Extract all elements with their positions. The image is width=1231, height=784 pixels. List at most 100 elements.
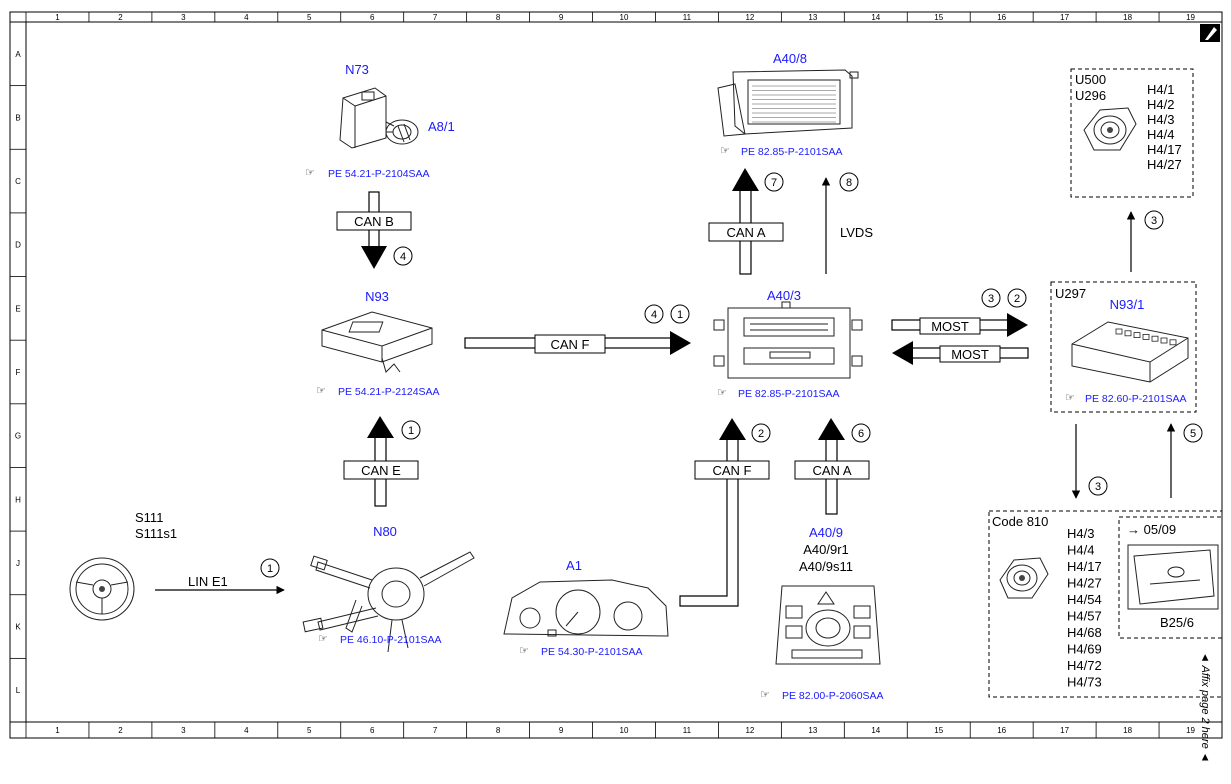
step-marker: 3 (1088, 476, 1108, 496)
a1-label: A1 (566, 558, 582, 573)
code810-code: H4/54 (1067, 592, 1102, 607)
n73-reference: PE 54.21-P-2104SAA (328, 168, 430, 180)
a40-8-component: A40/8 ☞ PE 82.85-P-2101SAA (717, 51, 859, 158)
can-a-bottom-connection: CAN A (794, 418, 870, 515)
grid-column-label: 1 (55, 13, 60, 22)
grid-column-label: 19 (1186, 726, 1195, 735)
grid-column-label: 16 (997, 13, 1006, 22)
b25-6-group: → 05/09 B25/6 (1118, 516, 1223, 639)
step-number: 7 (771, 177, 777, 189)
grid-row-label: L (16, 686, 21, 695)
amplifier-icon (1071, 321, 1189, 383)
can-e-label: CAN E (361, 463, 401, 478)
head-unit-icon (713, 301, 863, 379)
grid-ticks (10, 12, 1160, 738)
a40-3-label: A40/3 (767, 288, 801, 303)
n73-label: N73 (345, 62, 369, 77)
u297-label: U297 (1055, 286, 1086, 301)
corner-icon (1200, 24, 1220, 42)
step-marker: 8 (839, 172, 859, 192)
a8-1-label: A8/1 (428, 119, 455, 134)
grid-column-label: 8 (496, 13, 501, 22)
grid-row-label: C (15, 177, 21, 186)
grid-column-label: 4 (244, 726, 249, 735)
code810-code: H4/17 (1067, 559, 1102, 574)
reference-icon: ☞ (318, 633, 328, 645)
grid-column-label: 12 (745, 726, 754, 735)
n80-label: N80 (373, 524, 397, 539)
code810-code: H4/3 (1067, 526, 1094, 541)
a40-9s11-label: A40/9s11 (799, 559, 853, 574)
code810-code: H4/73 (1067, 675, 1102, 690)
speaker-icon (999, 557, 1049, 599)
can-b-label: CAN B (354, 214, 394, 229)
grid-column-label: 11 (683, 726, 692, 735)
grid-column-label: 1 (55, 726, 60, 735)
grid-row-label: B (15, 113, 20, 122)
code810-code: H4/57 (1067, 609, 1102, 624)
grid-column-label: 16 (997, 726, 1006, 735)
u500-code: H4/4 (1147, 127, 1174, 142)
steering-wheel-icon (69, 557, 135, 621)
grid-column-label: 17 (1060, 13, 1069, 22)
can-b-connection: CAN B (336, 191, 412, 269)
grid-column-label: 9 (559, 13, 564, 22)
step-marker: 3 (981, 288, 1001, 308)
step-number: 1 (677, 309, 683, 321)
lin-e1-label: LIN E1 (188, 574, 228, 589)
reference-icon: ☞ (316, 385, 326, 397)
step-marker: 1 (670, 304, 690, 324)
code810-code: H4/4 (1067, 543, 1094, 558)
step-marker: 5 (1183, 423, 1203, 443)
grid-row-label: E (15, 304, 20, 313)
step-marker: 1 (260, 558, 280, 578)
speaker-icon (1083, 107, 1137, 151)
step-marker: 7 (764, 172, 784, 192)
grid-column-label: 13 (808, 13, 817, 22)
a40-8-reference: PE 82.85-P-2101SAA (741, 146, 843, 158)
reference-icon: ☞ (720, 145, 730, 157)
step-number: 4 (651, 309, 657, 321)
grid-column-label: 18 (1123, 726, 1132, 735)
s111-component: S111 S111s1 (69, 510, 177, 621)
grid-column-label: 10 (620, 726, 629, 735)
n93-reference: PE 54.21-P-2124SAA (338, 386, 440, 398)
grid-column-label: 8 (496, 726, 501, 735)
step-marker: 3 (1144, 210, 1164, 230)
grid-column-label: 19 (1186, 13, 1195, 22)
a40-9-label: A40/9 (809, 525, 843, 540)
step-number: 6 (858, 428, 864, 440)
u500-code: H4/2 (1147, 97, 1174, 112)
u296-label: U296 (1075, 88, 1106, 103)
a1-reference: PE 54.30-P-2101SAA (541, 646, 643, 658)
step-number: 4 (400, 251, 406, 263)
step-number: 3 (1151, 215, 1157, 227)
b25-6-note: → 05/09 (1127, 522, 1176, 537)
grid-row-label: F (16, 368, 21, 377)
grid-column-label: 15 (934, 13, 943, 22)
most-in-connection: MOST (892, 341, 1029, 365)
display-unit-icon (717, 69, 859, 137)
u500-code: H4/27 (1147, 157, 1182, 172)
a40-9-component: A40/9 A40/9r1 A40/9s11 ☞ PE 82.00-P-2060… (760, 525, 884, 702)
n93-1-group: U297 N93/1 ☞ PE 82.60-P-2101SAA (1050, 281, 1197, 413)
n73-component: N73 A8/1 ☞ PE 54.21-P-2104SAA (305, 62, 455, 180)
affix-page-note: ◄ Affix page 2 here ◄ (1199, 652, 1211, 763)
n93-1-reference: PE 82.60-P-2101SAA (1085, 393, 1187, 405)
u500-code: H4/1 (1147, 82, 1174, 97)
most-out-connection: MOST (891, 313, 1028, 337)
n93-1-label: N93/1 (1110, 297, 1145, 312)
step-number: 3 (1095, 481, 1101, 493)
u500-code: H4/17 (1147, 142, 1182, 157)
grid-column-label: 4 (244, 13, 249, 22)
can-f-top-label: CAN F (551, 337, 590, 352)
reference-icon: ☞ (1065, 392, 1075, 404)
step-number: 2 (1014, 293, 1020, 305)
grid-column-label: 17 (1060, 726, 1069, 735)
n93-component: N93 ☞ PE 54.21-P-2124SAA (316, 289, 440, 398)
